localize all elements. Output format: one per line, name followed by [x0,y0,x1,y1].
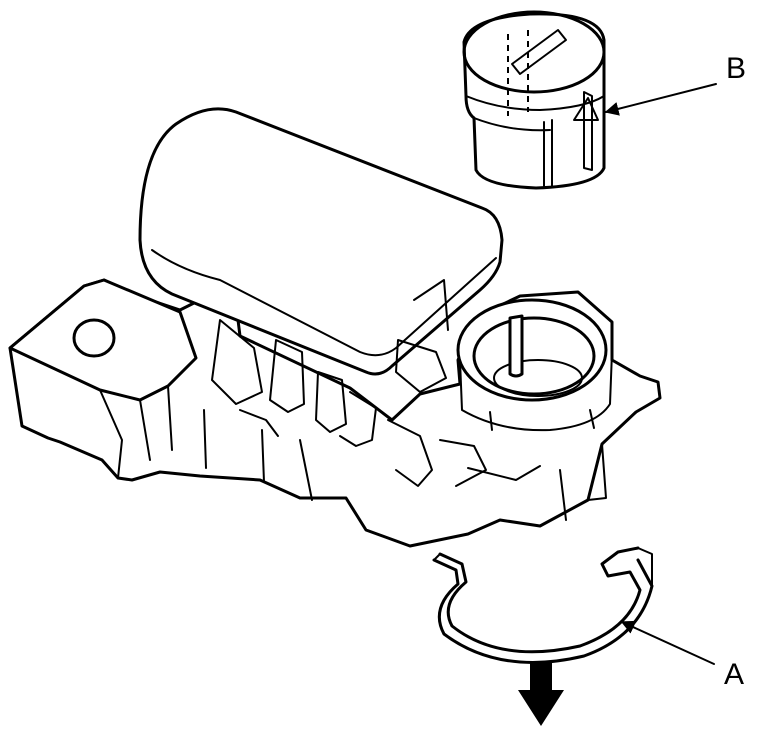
connector-housing [8,107,662,548]
part-a-clip [432,546,654,664]
removal-direction-arrow-icon [518,662,564,726]
leader-line-a [620,620,715,665]
leader-line-b [604,83,717,116]
callout-a-label: A [724,658,744,691]
callout-b-label: B [726,52,746,85]
part-b-cap [462,10,606,190]
